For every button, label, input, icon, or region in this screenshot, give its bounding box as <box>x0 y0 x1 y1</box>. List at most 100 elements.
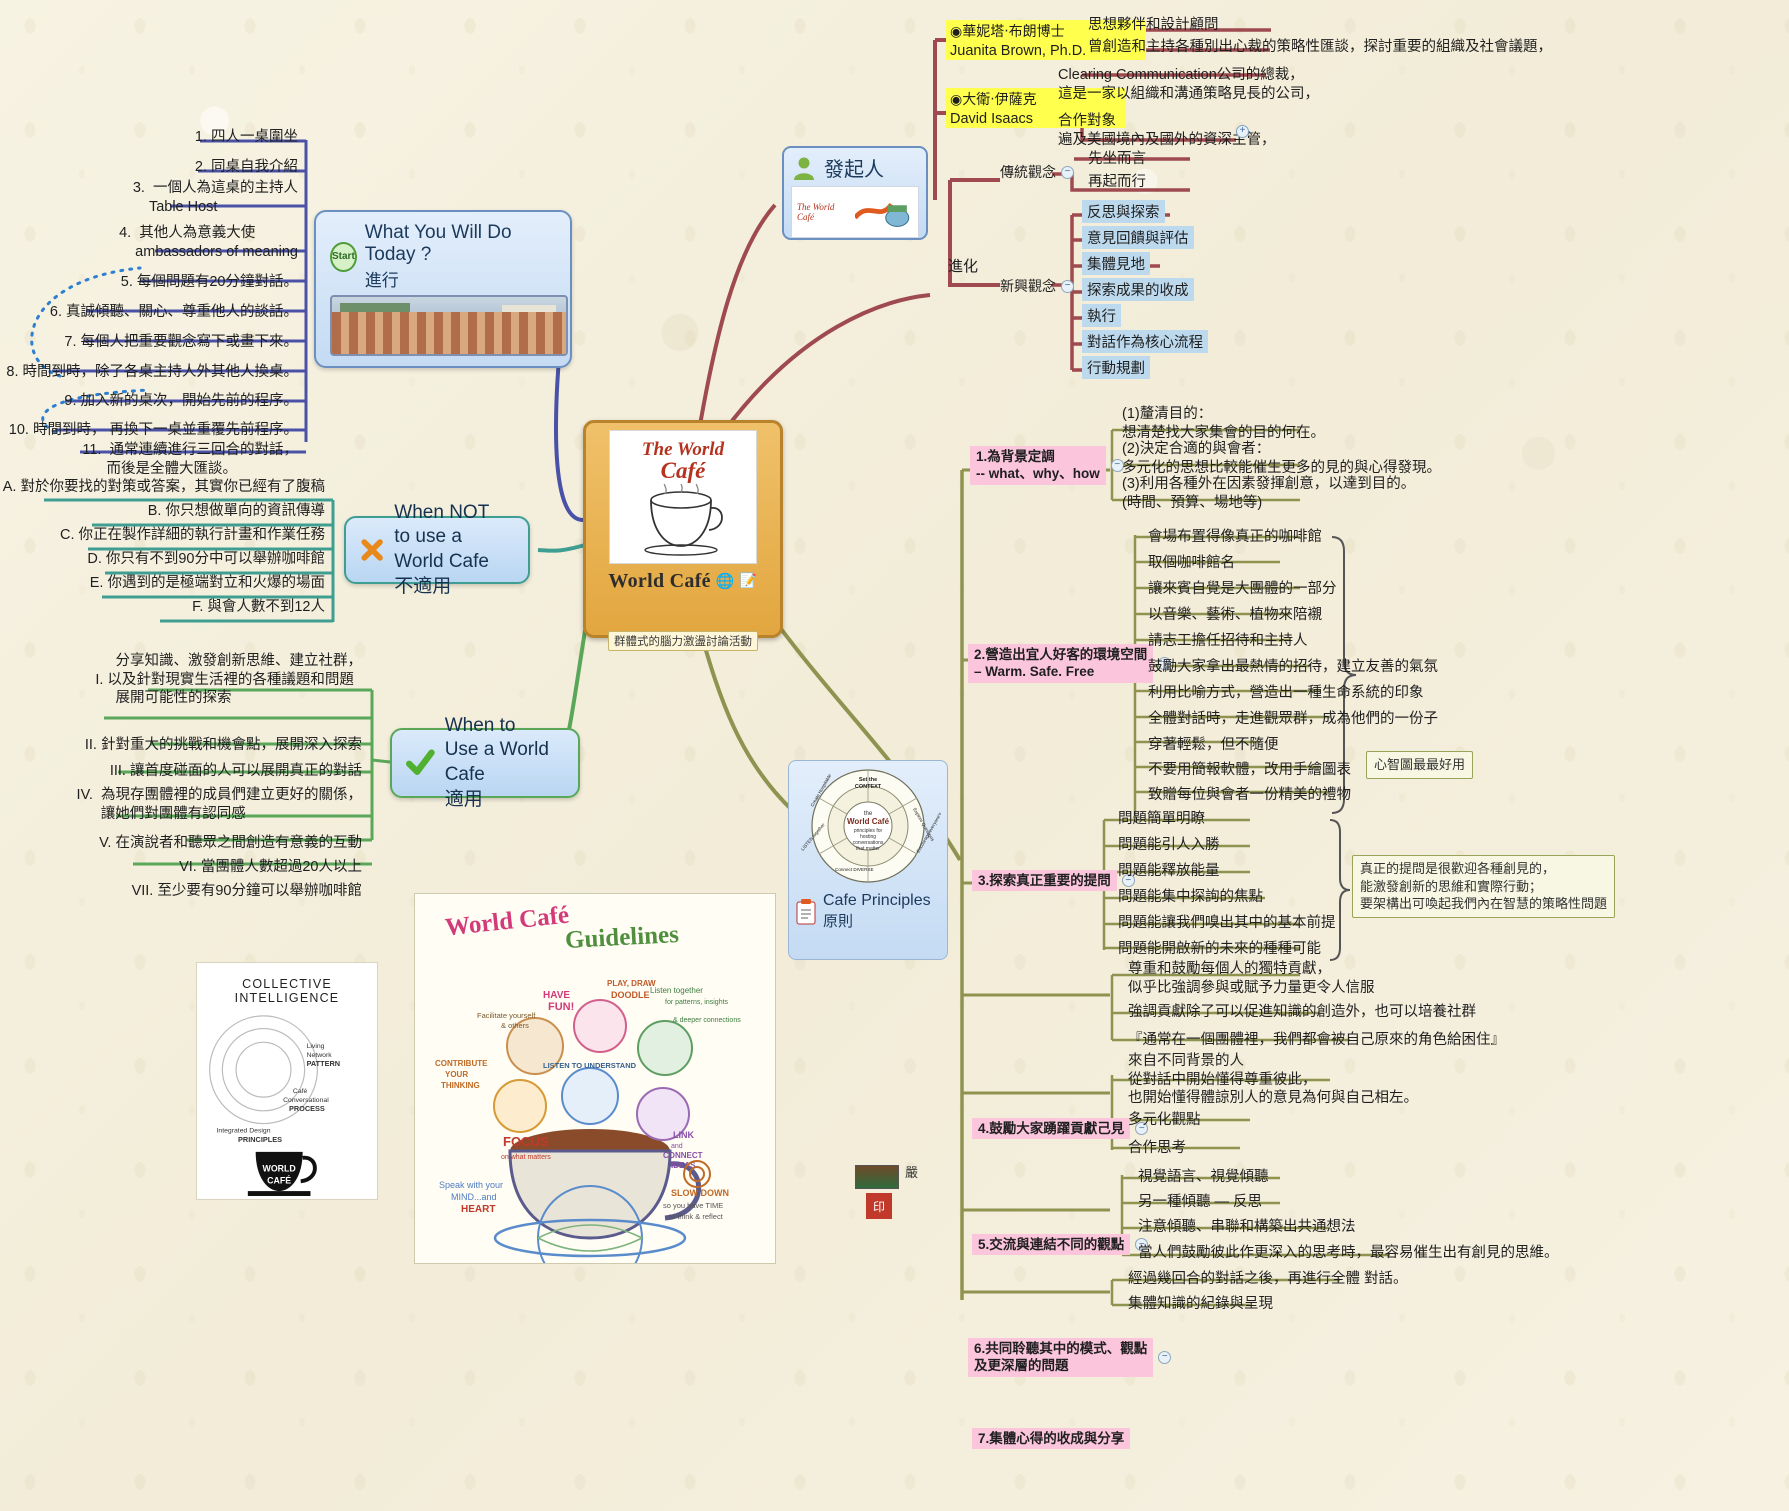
collapse-icon[interactable]: − <box>1158 656 1172 670</box>
today-item[interactable]: 7. 每個人把重要觀念寫下或畫下來。 <box>64 334 298 350</box>
today-item[interactable]: 11. 通常連續進行三回合的對話， 而後是全體大匯談。 <box>82 442 298 477</box>
numbered-branch-2[interactable]: 2.營造出宜人好客的環境空間 – Warm. Safe. Free − <box>968 644 1172 683</box>
when-not-to-use-node[interactable]: When NOT to use a World Cafe 不適用 <box>344 502 530 597</box>
branch-1-item[interactable]: (2)決定合適的與會者： 多元化的思想比較能催生更多的見的與心得發現。 <box>1122 441 1441 476</box>
when-not-item[interactable]: D. 你只有不到90分中可以舉辦咖啡館 <box>87 551 325 567</box>
branch-3-side-note[interactable]: 真正的提問是很歡迎各種創見的， 能激發創新的思維和實際行動； 要架構出可喚起我們… <box>1352 855 1616 918</box>
evolution-label[interactable]: 進化 <box>948 258 979 275</box>
branch-7-item[interactable]: 經過幾回合的對話之後，再進行全體 對話。 <box>1128 1271 1408 1287</box>
evolution-item[interactable]: 對話作為核心流程 <box>1082 330 1208 353</box>
when-not-item[interactable]: B. 你只想做單向的資訊傳導 <box>147 503 325 519</box>
when-to-item[interactable]: III. 讓首度碰面的人可以展開真正的對話 <box>109 763 362 779</box>
evolution-group-emerging[interactable]: 新興觀念 − <box>1000 276 1074 296</box>
founders-node[interactable]: 發起人 The World Café <box>782 146 928 240</box>
evolution-item[interactable]: 反思與探索 <box>1082 200 1165 223</box>
branch-7-item[interactable]: 集體知識的紀錄與呈現 <box>1128 1296 1273 1312</box>
collapse-icon[interactable]: − <box>1135 1122 1149 1136</box>
founder-2[interactable]: ◉大衛‧伊薩克 David Isaacs <box>946 88 1126 128</box>
collective-intelligence-card[interactable]: COLLECTIVE INTELLIGENCE Living Network P… <box>196 962 378 1200</box>
central-topic-world-cafe[interactable]: The World Café World Café 🌐 📝 群體式的腦力激盪討論… <box>583 420 783 651</box>
when-to-item[interactable]: V. 在演說者和聽眾之間創造有意義的互動 <box>99 835 362 851</box>
collapse-icon[interactable]: − <box>1135 1238 1149 1252</box>
founder-1-note[interactable]: 曾創造和主持各種別出心裁的策略性匯談，探討重要的組織及社會議題， <box>1088 39 1552 55</box>
when-to-item[interactable]: VI. 當團體人數超過20人以上 <box>179 859 362 875</box>
branch-2-item[interactable]: 致贈每位與會者一份精美的禮物 <box>1148 787 1351 803</box>
when-not-item[interactable]: E. 你遇到的是極端對立和火爆的場面 <box>89 575 325 591</box>
when-to-use-node[interactable]: When to Use a World Cafe 適用 <box>390 715 580 810</box>
numbered-branch-4[interactable]: 4.鼓勵大家踴躍貢獻己見 − <box>972 1118 1149 1140</box>
cafe-principles-node[interactable]: the World Café principles for hosting co… <box>788 760 948 960</box>
branch-2-item[interactable]: 讓來賓自覺是大團體的一部分 <box>1148 581 1337 597</box>
today-item[interactable]: 4. 其他人為意義大使 ambassadors of meaning <box>119 225 298 260</box>
numbered-branch-3[interactable]: 3.探索真正重要的提問 − <box>972 870 1135 892</box>
branch-5-item[interactable]: 合作思考 <box>1128 1140 1186 1156</box>
numbered-branch-7[interactable]: 7.集體心得的收成與分享 <box>972 1428 1131 1450</box>
branch-2-item[interactable]: 取個咖啡館名 <box>1148 555 1235 571</box>
founder-2-note[interactable]: 合作對象 遍及美國境內及國外的資深主管， <box>1058 113 1276 148</box>
branch-1-item[interactable]: (1)釐清目的： 想清楚找大家集會的目的何在。 <box>1122 406 1325 441</box>
branch-5-item[interactable]: 多元化觀點 <box>1128 1112 1201 1128</box>
branch-2-item[interactable]: 會場布置得像真正的咖啡館 <box>1148 529 1322 545</box>
evolution-item[interactable]: 再起而行 <box>1088 174 1146 190</box>
branch-2-item[interactable]: 不要用簡報軟體，改用手繪圖表 <box>1148 762 1351 778</box>
today-item[interactable]: 5. 每個問題有20分鐘對話。 <box>120 274 298 290</box>
branch-6-item[interactable]: 當人們鼓勵彼此作更深入的思考時，最容易催生出有創見的思維。 <box>1138 1245 1559 1261</box>
branch-2-item[interactable]: 請志工擔任招待和主持人 <box>1148 633 1308 649</box>
when-to-item[interactable]: VII. 至少要有90分鐘可以舉辦咖啡館 <box>131 883 362 899</box>
evolution-item[interactable]: 行動規劃 <box>1082 356 1150 379</box>
branch-6-item[interactable]: 另一種傾聽 — 反思 <box>1138 1194 1263 1210</box>
branch-6-item[interactable]: 注意傾聽、串聯和構築出共通想法 <box>1138 1219 1356 1235</box>
branch-3-item[interactable]: 問題簡單明瞭 <box>1118 811 1205 827</box>
branch-3-item[interactable]: 問題能引人入勝 <box>1118 837 1220 853</box>
when-not-item[interactable]: A. 對於你要找的對策或答案，其實你已經有了腹稿 <box>2 479 325 495</box>
today-item[interactable]: 8. 時間到時，除了各桌主持人外其他人換桌。 <box>6 364 298 380</box>
when-to-item[interactable]: 分享知識、激發創新思維、建立社群， I. 以及針對現實生活裡的各種議題和問題 展… <box>95 653 362 707</box>
today-item[interactable]: 6. 真誠傾聽、關心、尊重他人的談話。 <box>49 304 298 320</box>
numbered-branch-6[interactable]: 6.共同聆聽其中的模式、觀點 及更深層的問題 − <box>968 1338 1172 1377</box>
branch-6-item[interactable]: 視覺語言、視覺傾聽 <box>1138 1169 1269 1185</box>
branch-3-item[interactable]: 問題能釋放能量 <box>1118 863 1220 879</box>
founder-2-note[interactable]: Clearing Communication公司的總裁， 這是一家以組織和溝通策… <box>1058 67 1319 102</box>
when-not-item[interactable]: C. 你正在製作詳細的執行計畫和作業任務 <box>59 527 325 543</box>
numbered-branch-1[interactable]: 1.為背景定調 -- what、why、how − <box>970 446 1124 485</box>
seal-icon[interactable]: 印 <box>866 1193 892 1219</box>
branch-4-item[interactable]: 強調貢獻除了可以促進知識的創造外，也可以培養社群 <box>1128 1004 1476 1020</box>
branch-2-side-note[interactable]: 心智圖最最好用 <box>1366 751 1474 779</box>
expand-icon[interactable]: + <box>1236 120 1249 138</box>
branch-2-item[interactable]: 鼓勵大家拿出最熱情的招待，建立友善的氣氛 <box>1148 659 1438 675</box>
evolution-item[interactable]: 先坐而言 <box>1088 151 1146 167</box>
branch-3-item[interactable]: 問題能讓我們嗅出其中的基本前提 <box>1118 915 1336 931</box>
branch-4-item[interactable]: 尊重和鼓勵每個人的獨特貢獻， 似乎比強調參與或賦予力量更令人信服 <box>1128 961 1375 996</box>
collapse-icon[interactable]: − <box>1110 458 1124 472</box>
branch-1-item[interactable]: (3)利用各種外在因素發揮創意，以達到目的。 (時間、預算、場地等) <box>1122 476 1416 511</box>
today-item[interactable]: 9. 加入新的桌次，開始先前的程序。 <box>64 393 298 409</box>
evolution-item[interactable]: 集體見地 <box>1082 252 1150 275</box>
branch-2-item[interactable]: 穿著輕鬆，但不隨便 <box>1148 737 1279 753</box>
today-item[interactable]: 10. 時間到時， 再換下一桌並重覆先前程序。 <box>8 422 298 438</box>
when-to-item[interactable]: IV. 為現存團體裡的成員們建立更好的關係， 讓她們對團體有認同感 <box>76 787 362 822</box>
evolution-item[interactable]: 執行 <box>1082 304 1121 327</box>
when-not-item[interactable]: F. 與會人數不到12人 <box>192 599 325 615</box>
collapse-icon[interactable]: − <box>1061 165 1074 179</box>
branch-2-item[interactable]: 以音樂、藝術、植物來陪襯 <box>1148 607 1322 623</box>
founder-1[interactable]: ◉華妮塔‧布朗博士 Juanita Brown, Ph.D. <box>946 20 1146 60</box>
what-you-will-do-today-node[interactable]: Start What You Will Do Today ? 進行 <box>314 210 572 368</box>
branch-3-item[interactable]: 問題能開啟新的未來的種種可能 <box>1118 941 1321 957</box>
today-item[interactable]: 3. 一個人為這桌的主持人 Table Host <box>132 180 298 215</box>
today-item[interactable]: 1. 四人一桌圍坐 <box>194 129 298 145</box>
today-item[interactable]: 2. 同桌自我介紹 <box>194 159 298 175</box>
founder-1-note[interactable]: 思想夥伴和設計顧問 <box>1088 17 1219 33</box>
when-to-item[interactable]: II. 針對重大的挑戰和機會點，展開深入探索 <box>84 737 362 753</box>
numbered-branch-5[interactable]: 5.交流與連結不同的觀點 − <box>972 1234 1149 1256</box>
collapse-icon[interactable]: − <box>1121 874 1135 888</box>
thumbnail-image-1[interactable] <box>855 1165 899 1189</box>
collapse-icon[interactable]: − <box>1158 1350 1172 1364</box>
branch-2-item[interactable]: 利用比喻方式，營造出一種生命系統的印象 <box>1148 685 1424 701</box>
branch-4-item[interactable]: 『通常在一個團體裡，我們都會被自己原來的角色給困住』 <box>1128 1032 1505 1048</box>
evolution-item[interactable]: 探索成果的收成 <box>1082 278 1194 301</box>
branch-5-item[interactable]: 來自不同背景的人 從對話中開始懂得尊重彼此， 也開始懂得體諒別人的意見為何與自己… <box>1128 1053 1418 1107</box>
collapse-icon[interactable]: − <box>1061 279 1074 293</box>
branch-2-item[interactable]: 全體對話時，走進觀眾群，成為他們的一份子 <box>1148 711 1438 727</box>
branch-3-item[interactable]: 問題能集中探詢的焦點 <box>1118 889 1263 905</box>
evolution-group-traditional[interactable]: 傳統觀念 − <box>1000 162 1074 182</box>
